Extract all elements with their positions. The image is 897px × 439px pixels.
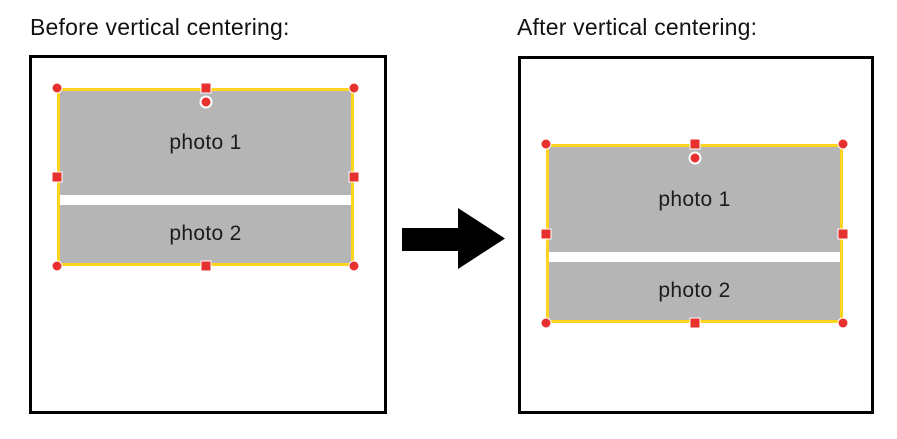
photo-1-label: photo 1 [658, 187, 731, 211]
photo-2: photo 2 [549, 262, 840, 320]
right-arrow-icon [402, 208, 505, 269]
photo-gap [549, 252, 840, 262]
after-canvas: photo 1 photo 2 [518, 56, 874, 414]
photo-2: photo 2 [60, 205, 351, 263]
photo-2-label: photo 2 [169, 222, 242, 245]
photo-1-label: photo 1 [169, 131, 242, 154]
before-selection-group: photo 1 photo 2 [51, 82, 360, 272]
before-canvas: photo 1 photo 2 [29, 55, 387, 414]
photo-2-label: photo 2 [658, 279, 731, 302]
photo-1: photo 1 [60, 91, 351, 195]
after-caption: After vertical centering: [517, 14, 758, 40]
photo-1: photo 1 [549, 147, 840, 252]
before-caption: Before vertical centering: [30, 14, 290, 40]
after-selection-group: photo 1 photo 2 [540, 138, 849, 329]
photo-gap [60, 195, 351, 205]
